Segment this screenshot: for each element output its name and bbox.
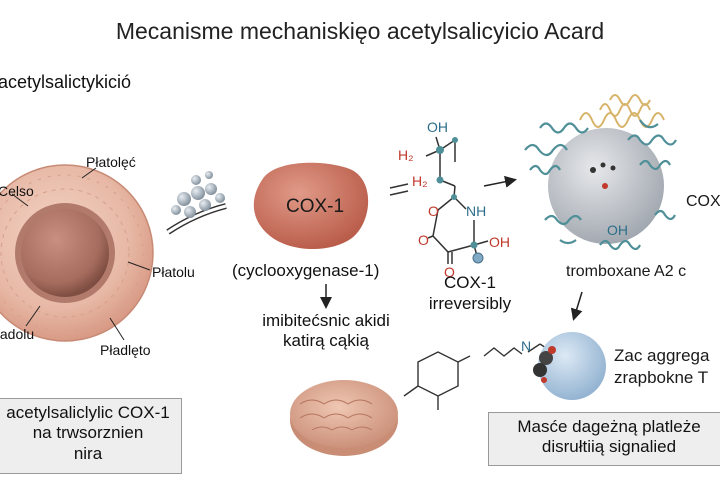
atom-h2-mid: H₂ bbox=[412, 173, 428, 189]
aggregation-line2: zrapbokne T bbox=[614, 368, 709, 387]
bound-ligand bbox=[533, 346, 556, 383]
membrane-granules bbox=[166, 171, 227, 235]
protein-complex bbox=[524, 94, 677, 251]
platelet-label-bottom-left: Iadolu bbox=[0, 326, 35, 342]
page-title: Mecanisme mechaniskięo acetylsalicyicio … bbox=[115, 18, 605, 44]
platelet-label-right: Płatolu bbox=[152, 264, 195, 280]
atom-o-left: O bbox=[418, 232, 429, 248]
right-summary-box: Masće dageżną platleże disrułtiią signal… bbox=[488, 412, 720, 466]
inhibition-line2: irreversibly bbox=[428, 294, 512, 313]
enzyme-effect-line1: imibitećsnic akidi bbox=[262, 311, 390, 330]
protein-label: COX bbox=[686, 193, 720, 210]
right-box-line2: disrułtiią signalied bbox=[541, 437, 677, 457]
aggregation-line1: Zac aggrega bbox=[614, 346, 710, 365]
left-summary-box: acetylsaliclylic COX-1 na trwsorznien ni… bbox=[0, 398, 182, 474]
atom-oh-right: OH bbox=[489, 234, 510, 250]
platelet-label-top-left: Celso bbox=[0, 183, 34, 199]
inactive-platelet-disc bbox=[290, 380, 398, 456]
right-box-line1: Masće dageżną platleże bbox=[517, 417, 701, 436]
left-box-line1: acetylsaliclylic COX-1 bbox=[6, 403, 170, 422]
atom-n: N bbox=[521, 338, 532, 354]
thromboxane-label: tromboxane A2 c bbox=[566, 263, 687, 280]
inhibition-line1: COX-1 bbox=[444, 273, 496, 292]
platelet-label-top: Płatolęć bbox=[86, 154, 136, 170]
arrow-to-aggregation bbox=[570, 291, 583, 321]
atom-h2-top: H₂ bbox=[398, 147, 414, 163]
arrow-to-protein bbox=[483, 175, 517, 188]
section-subtitle: acetylsalictykició bbox=[0, 72, 132, 92]
atom-nh: NH bbox=[466, 203, 487, 219]
ring-molecule bbox=[403, 351, 471, 410]
aggregation-sphere bbox=[538, 332, 606, 400]
atom-o-ring: O bbox=[428, 203, 439, 219]
protein-oh: OH bbox=[607, 222, 628, 238]
enzyme-name: COX-1 bbox=[286, 196, 345, 217]
cox1-enzyme-blob bbox=[253, 162, 369, 250]
enzyme-full-name: (cyclooxygenase-1) bbox=[232, 261, 380, 280]
molecule-structure bbox=[425, 136, 489, 264]
molecule-atoms bbox=[436, 137, 484, 264]
platelet-label-bottom-right: Pładlęto bbox=[100, 342, 151, 358]
enzyme-effect-line2: katirą cąkią bbox=[283, 331, 369, 350]
atom-o-bottom: O bbox=[444, 264, 455, 280]
left-box-line3: nira bbox=[73, 443, 103, 463]
left-box-line2: na trwsorznien bbox=[32, 423, 144, 443]
equivalence-sign bbox=[389, 183, 409, 196]
platelet-cell bbox=[0, 164, 154, 342]
platelet-label-leaders bbox=[11, 167, 151, 341]
atom-oh-top: OH bbox=[427, 119, 448, 135]
